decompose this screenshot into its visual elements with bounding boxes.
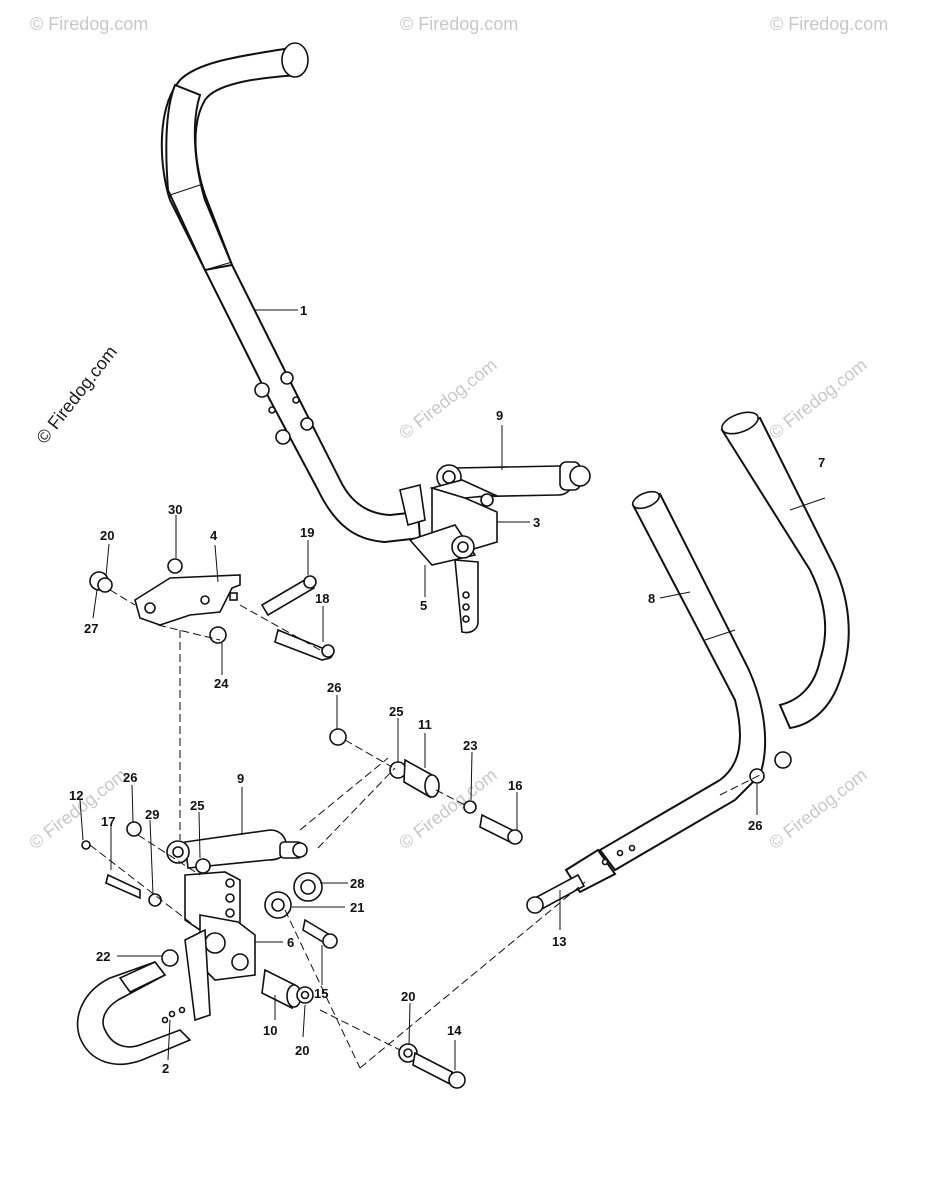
callouts: 1 2 3 4 5 6 7 8 9 9 10 11 12 13 14 15 16 [69, 303, 825, 1076]
callout-2: 2 [162, 1061, 169, 1076]
handle-bar-7 [720, 411, 850, 730]
damper-9-lower [166, 829, 308, 869]
callout-10: 10 [263, 1023, 277, 1038]
callout-20-a: 20 [100, 528, 114, 543]
callout-9-lower: 9 [237, 771, 244, 786]
callout-27: 27 [84, 621, 98, 636]
callout-21: 21 [350, 900, 364, 915]
callout-8: 8 [648, 591, 655, 606]
bracket-3 [399, 479, 499, 566]
watermark-faint-tl: © Firedog.com [30, 14, 148, 34]
callout-24: 24 [214, 676, 229, 691]
callout-13: 13 [552, 934, 566, 949]
bracket-4 [134, 574, 241, 626]
hardware-lower [261, 751, 792, 1089]
handle-bar-8 [564, 490, 767, 894]
callout-22: 22 [96, 949, 110, 964]
callout-30: 30 [168, 502, 182, 517]
watermark-faint-tc: © Firedog.com [400, 14, 518, 34]
hardware-middle [299, 728, 523, 849]
bracket-6-assembly [76, 821, 256, 1065]
callout-29: 29 [145, 807, 159, 822]
callout-7: 7 [818, 455, 825, 470]
callout-5: 5 [420, 598, 427, 613]
callout-14: 14 [447, 1023, 462, 1038]
callout-26-c: 26 [748, 818, 762, 833]
callout-19: 19 [300, 525, 314, 540]
callout-26-a: 26 [327, 680, 341, 695]
watermark-main: © Firedog.com [32, 342, 121, 448]
callout-28: 28 [350, 876, 364, 891]
callout-1: 1 [300, 303, 307, 318]
callout-6: 6 [287, 935, 294, 950]
callout-16: 16 [508, 778, 522, 793]
callout-3: 3 [533, 515, 540, 530]
callout-20-c: 20 [401, 989, 415, 1004]
callout-23: 23 [463, 738, 477, 753]
hardware-upper-left [89, 558, 335, 840]
handle-bar-1 [160, 42, 422, 544]
watermark-faint-lower-left: © Firedog.com [25, 765, 131, 854]
callout-25-b: 25 [190, 798, 204, 813]
callout-15: 15 [314, 986, 328, 1001]
watermark-faint-lower-right: © Firedog.com [765, 765, 871, 854]
callout-17: 17 [101, 814, 115, 829]
callout-25-a: 25 [389, 704, 403, 719]
callout-9-upper: 9 [496, 408, 503, 423]
callout-11: 11 [418, 717, 432, 732]
callout-20-b: 20 [295, 1043, 309, 1058]
callout-18: 18 [315, 591, 329, 606]
callout-12: 12 [69, 788, 83, 803]
callout-26-b: 26 [123, 770, 137, 785]
arm-plate-5 [454, 559, 479, 634]
callout-4: 4 [210, 528, 218, 543]
watermark-faint-right: © Firedog.com [765, 355, 871, 444]
watermark-faint-mid: © Firedog.com [395, 355, 501, 444]
watermark-faint-tr: © Firedog.com [770, 14, 888, 34]
